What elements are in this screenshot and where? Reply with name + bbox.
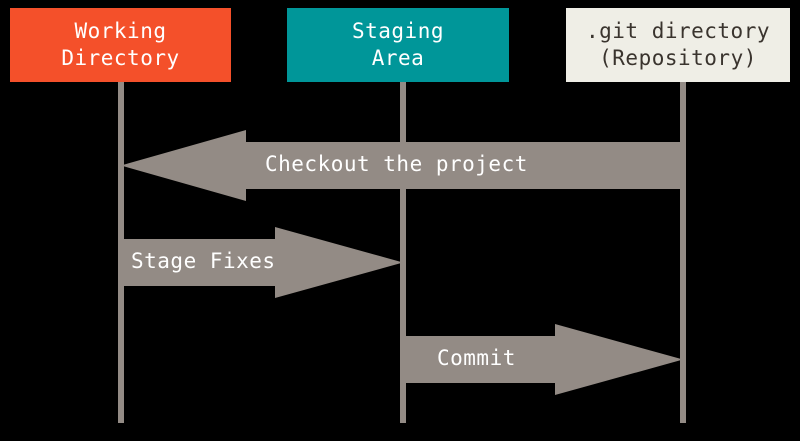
arrow-checkout-the-project [121,130,684,201]
arrow-label-checkout-the-project: Checkout the project [265,152,528,176]
arrow-commit [400,324,683,395]
arrow-stage-fixes [118,227,403,298]
arrow-commit-shape [400,324,683,395]
arrow-label-commit: Commit [437,346,516,370]
node-staging-area-line1: Staging [351,18,444,43]
arrow-stage-fixes-shape [118,227,403,298]
node-working-directory-line2: Directory [61,46,180,70]
node-git-directory-line2: (Repository) [599,46,757,70]
lifeline-git-directory [680,82,686,423]
node-git-directory: .git directory (Repository) [566,8,790,82]
node-git-directory-line1: .git directory [585,18,770,43]
arrow-label-stage-fixes: Stage Fixes [131,249,276,273]
arrow-checkout-shape [121,130,684,201]
node-staging-area: Staging Area [287,8,509,82]
node-staging-area-line2: Area [371,46,425,70]
lifeline-staging-area [400,82,406,423]
node-working-directory-line1: Working [74,18,167,43]
node-working-directory: Working Directory [10,8,231,82]
